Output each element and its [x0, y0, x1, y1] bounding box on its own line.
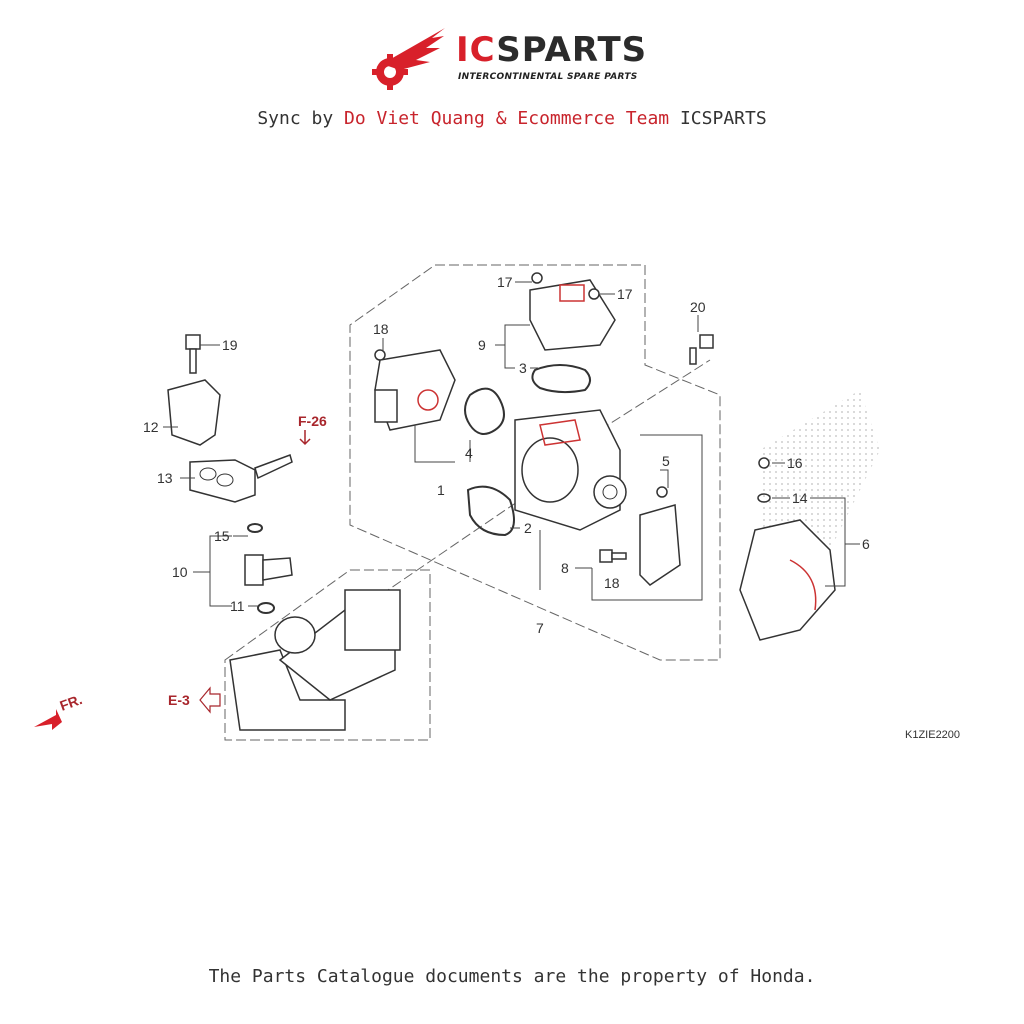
part-13-joint	[189, 454, 293, 503]
diagram-code: K1ZIE2200	[905, 729, 960, 741]
callout-16: 16	[787, 455, 803, 471]
intake-pipe	[229, 589, 401, 731]
sync-prefix: Sync by	[257, 108, 334, 129]
part-1-sensor	[374, 349, 456, 431]
part-19-bolt	[599, 549, 627, 563]
ref-f26-label: F-26	[298, 413, 327, 429]
throttle-body-assembly-outline	[349, 264, 721, 661]
callout-10: 10	[172, 564, 188, 580]
callout-13: 13	[157, 470, 173, 486]
part-14-washer	[757, 493, 771, 503]
callout-17a: 17	[497, 274, 513, 290]
part-9-cover	[529, 279, 616, 351]
part-20-bolt	[185, 334, 201, 374]
ref-e3: E-3	[168, 686, 221, 714]
callout-7: 7	[536, 620, 544, 636]
callout-2: 2	[524, 520, 532, 536]
callout-11: 11	[230, 598, 245, 614]
callout-12: 12	[143, 419, 159, 435]
part-7-throttle-body	[514, 409, 627, 531]
part-15-o-ring	[247, 523, 263, 533]
part-17-screw-b	[588, 288, 600, 300]
ref-e3-arrow-icon	[199, 686, 221, 714]
part-10-injector	[244, 554, 293, 586]
halftone-shade	[760, 390, 880, 550]
part-17-screw-a	[531, 272, 543, 284]
part-6-cover	[739, 519, 836, 641]
alignment-line-2	[599, 359, 711, 431]
parts-diagram: 19 12 13 15 10 11 18 1 4 17 17 9 3 20 5 …	[34, 264, 960, 741]
part-5-collar	[656, 486, 668, 498]
part-4-gasket	[464, 387, 505, 435]
callout-1: 1	[437, 482, 445, 498]
callout-18: 18	[373, 321, 389, 337]
callout-3: 3	[519, 360, 527, 376]
callout-14: 14	[792, 490, 808, 506]
callout-19: 18	[604, 575, 620, 591]
brand-tagline: INTERCONTINENTAL SPARE PARTS	[458, 72, 638, 82]
callout-15: 15	[214, 528, 230, 544]
ref-f26-arrow-icon	[299, 430, 311, 446]
sync-suffix: ICSPARTS	[679, 108, 767, 129]
front-direction: FR.	[34, 691, 84, 730]
part-8-bracket	[639, 504, 681, 586]
callout-9: 9	[478, 337, 486, 353]
wing-gear-logo-icon	[372, 28, 445, 90]
callout-21: 20	[690, 299, 706, 315]
intake-pipe-outline	[224, 569, 431, 741]
ref-f26: F-26	[298, 413, 327, 446]
callout-6: 6	[862, 536, 870, 552]
callout-4: 4	[465, 445, 473, 461]
callout-leaders	[163, 281, 860, 607]
front-arrow-icon	[34, 709, 62, 730]
brand-name: ICSPARTS	[456, 30, 648, 70]
part-3-o-ring	[531, 364, 591, 394]
callout-5: 5	[662, 453, 670, 469]
front-label: FR.	[58, 691, 85, 714]
sync-credit: Sync by Do Viet Quang & Ecommerce Team I…	[0, 108, 1024, 129]
callout-8: 8	[561, 560, 569, 576]
part-11-seal-ring	[257, 602, 275, 614]
part-12-bracket	[167, 379, 221, 446]
ref-e3-label: E-3	[168, 692, 190, 708]
part-21-bolt	[689, 334, 714, 365]
part-18-screw	[374, 349, 386, 361]
callout-20: 19	[222, 337, 238, 353]
footer-disclaimer: The Parts Catalogue documents are the pr…	[208, 966, 816, 987]
part-16-screw	[758, 457, 770, 469]
sync-team: Do Viet Quang & Ecommerce Team	[344, 108, 670, 129]
callout-17b: 17	[617, 286, 633, 302]
icsparts-logo: ICSPARTS INTERCONTINENTAL SPARE PARTS	[360, 24, 670, 94]
part-2-gasket	[466, 485, 515, 537]
